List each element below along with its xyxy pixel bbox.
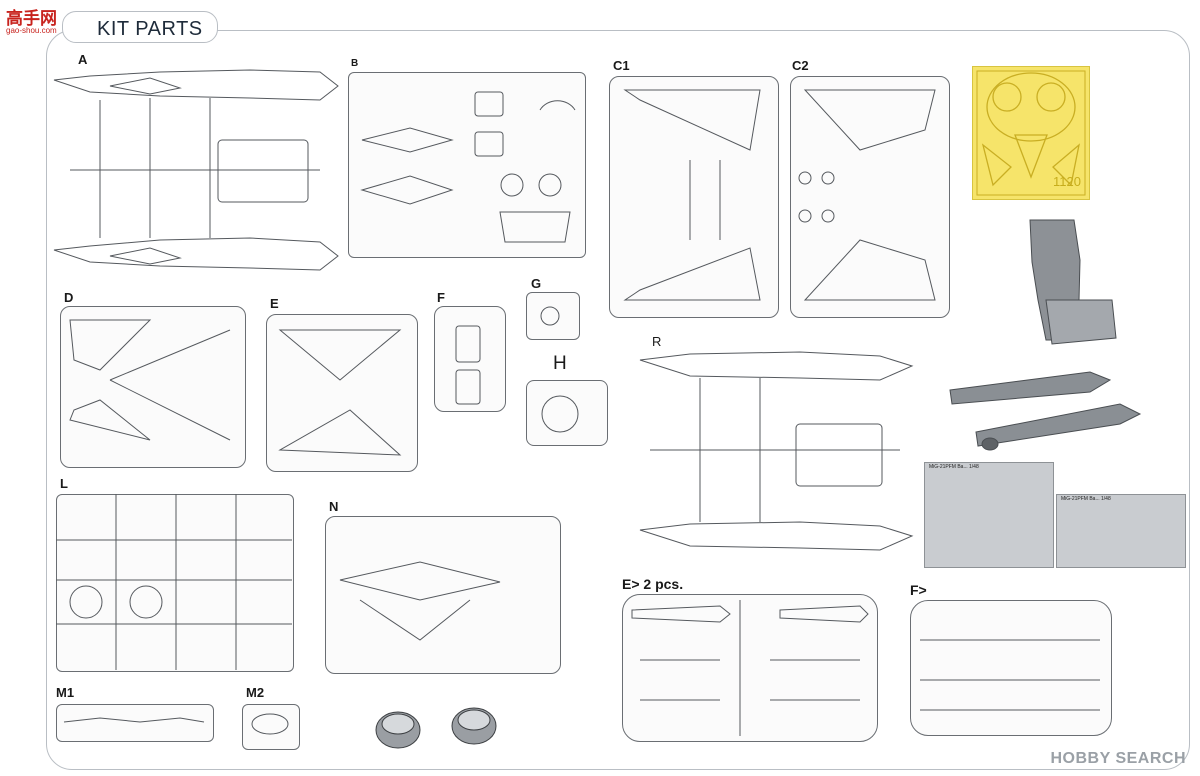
sprue-r-art xyxy=(639,351,914,551)
logo-url: gao-shou.com xyxy=(6,26,57,35)
photoetch-title-1: MiG-21PFM Ba... 1/48 xyxy=(929,464,979,470)
sprue-label-h: H xyxy=(553,353,567,374)
sprue-label-e: E xyxy=(270,296,279,311)
mask-number: 1120 xyxy=(1053,174,1081,189)
sprue-l xyxy=(56,494,294,672)
watermark: HOBBY SEARCH xyxy=(1050,750,1186,767)
sprue-b-art xyxy=(360,91,576,243)
photoetch-title-2: MiG-21PFM Ba... 1/48 xyxy=(1061,496,1111,502)
photoetch-sheet-2: MiG-21PFM Ba... 1/48 xyxy=(1056,494,1186,568)
photoetch-f xyxy=(910,600,1112,736)
small-sprues-art xyxy=(455,306,579,433)
sprue-label-d: D xyxy=(64,290,74,305)
sprue-f xyxy=(434,306,506,412)
sprue-label-l: L xyxy=(60,476,68,491)
sprue-label-g: G xyxy=(531,276,542,291)
sprue-d-e-art xyxy=(69,319,402,456)
sprue-label-a: A xyxy=(78,52,88,67)
sprue-d xyxy=(60,306,246,468)
resin-missiles xyxy=(949,371,1142,451)
sprue-c1 xyxy=(609,76,779,318)
site-logo: 高手网 gao-shou.com xyxy=(4,4,74,38)
sprue-m2 xyxy=(242,704,300,750)
sprue-l-n-art xyxy=(56,494,501,670)
sprue-label-f: F xyxy=(437,290,445,305)
resin-ejection-seat xyxy=(1029,219,1117,345)
resin-nozzles xyxy=(375,707,497,749)
sprue-label-m2: M2 xyxy=(246,685,265,700)
sprue-h xyxy=(526,380,608,446)
sprue-label-c1: C1 xyxy=(613,58,630,73)
sprue-c-art xyxy=(623,89,936,301)
sprue-label-r: R xyxy=(652,334,662,349)
sprue-e-2pcs xyxy=(622,594,878,742)
sprue-label-c2: C2 xyxy=(792,58,809,73)
sprue-a-art xyxy=(53,69,339,271)
sprue-label-e-2pcs: E> 2 pcs. xyxy=(622,576,684,592)
sprue-e2-f2-art xyxy=(631,600,1100,736)
sprue-e xyxy=(266,314,418,472)
canopy-mask-sheet: 1120 xyxy=(972,66,1090,200)
sprue-m-art xyxy=(63,713,289,735)
logo-text: 高手网 xyxy=(6,9,57,28)
sprue-c2 xyxy=(790,76,950,318)
sprue-m1 xyxy=(56,704,214,742)
sprue-label-b: B xyxy=(351,58,359,69)
title-tab: KIT PARTS xyxy=(62,11,218,43)
sprue-label-n: N xyxy=(329,499,339,514)
photoetch-sheet-1: MiG-21PFM Ba... 1/48 xyxy=(924,462,1054,568)
page-title: KIT PARTS xyxy=(97,18,203,40)
sprue-label-m1: M1 xyxy=(56,685,75,700)
sprue-g xyxy=(526,292,580,340)
content-frame xyxy=(46,30,1190,770)
mask-shapes xyxy=(976,70,1086,196)
sprue-label-f-photoetch: F> xyxy=(910,582,927,598)
